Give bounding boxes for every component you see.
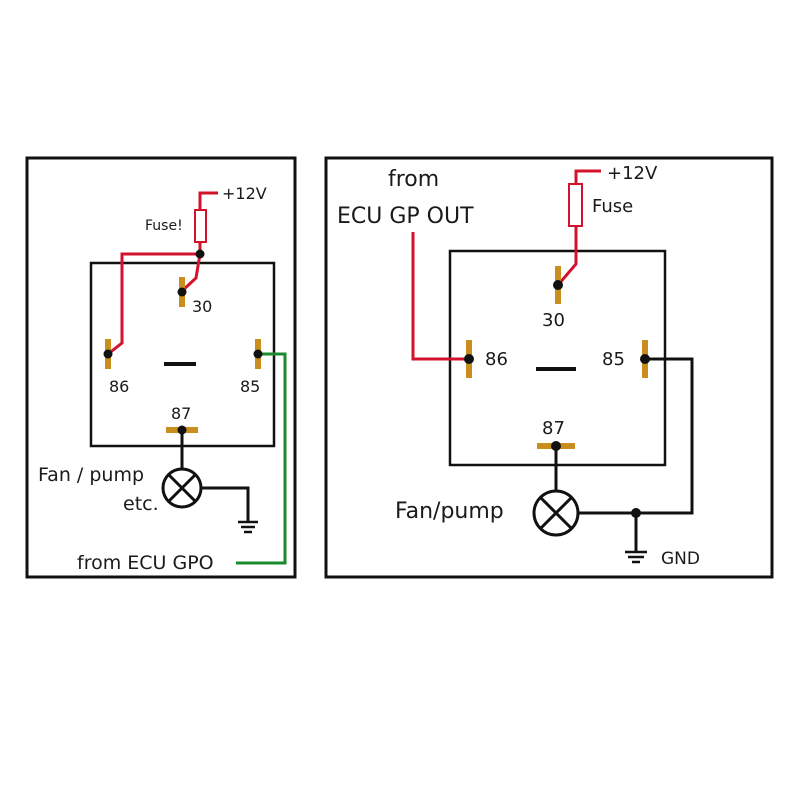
left-pin-30-label: 30 bbox=[192, 297, 212, 316]
right-power-wire bbox=[556, 169, 601, 286]
right-frame bbox=[324, 156, 774, 579]
left-supply-label: +12V bbox=[222, 184, 267, 203]
right-pin-86-label: 86 bbox=[485, 349, 508, 370]
right-supply-label: +12V bbox=[607, 163, 658, 184]
right-pin-86 bbox=[464, 340, 474, 378]
left-pin-85-label: 85 bbox=[240, 377, 260, 396]
right-load-label: Fan/pump bbox=[395, 499, 504, 524]
left-load-label-etc: etc. bbox=[123, 493, 159, 515]
left-load-wiring bbox=[180, 430, 250, 522]
left-frame bbox=[25, 156, 297, 579]
left-pin-87-label: 87 bbox=[171, 404, 191, 423]
left-pin-30 bbox=[177, 277, 187, 307]
right-pin-30 bbox=[553, 266, 563, 304]
left-control-label: from ECU GPO bbox=[77, 552, 214, 574]
left-pin-86-label: 86 bbox=[109, 377, 129, 396]
right-diagram: from ECU GP OUT +12V Fuse 30 86 85 87 Fa… bbox=[324, 156, 774, 579]
left-fuse-label: Fuse! bbox=[145, 218, 183, 234]
left-diagram: +12V Fuse! 30 86 85 87 Fan / pump etc. f… bbox=[25, 156, 297, 579]
right-control-label-from: from bbox=[388, 167, 439, 192]
right-pin-85-label: 85 bbox=[602, 349, 625, 370]
left-ground-icon bbox=[238, 520, 258, 534]
left-junction-dot bbox=[195, 249, 205, 259]
right-fuse-label: Fuse bbox=[592, 196, 633, 217]
left-fuse-symbol bbox=[194, 209, 207, 243]
right-lamp-icon bbox=[532, 489, 580, 537]
right-control-wire bbox=[411, 232, 469, 361]
left-pin-87 bbox=[166, 425, 198, 435]
left-pin-86 bbox=[103, 339, 113, 369]
left-control-wire bbox=[236, 352, 287, 565]
left-lamp-icon bbox=[161, 467, 203, 509]
left-load-label: Fan / pump bbox=[38, 464, 144, 486]
left-power-wire bbox=[107, 191, 218, 356]
right-pin-87 bbox=[537, 441, 575, 451]
right-load-wiring bbox=[554, 446, 692, 552]
right-ground-junction-dot bbox=[631, 508, 641, 518]
right-pin-85 bbox=[640, 340, 650, 378]
right-pin-30-label: 30 bbox=[542, 310, 565, 331]
right-ground-icon bbox=[625, 550, 647, 564]
right-control-label: ECU GP OUT bbox=[337, 204, 474, 229]
right-ground-label: GND bbox=[661, 549, 700, 569]
right-fuse-symbol bbox=[568, 183, 583, 227]
right-pin-87-label: 87 bbox=[542, 418, 565, 439]
left-pin-85 bbox=[253, 339, 263, 369]
